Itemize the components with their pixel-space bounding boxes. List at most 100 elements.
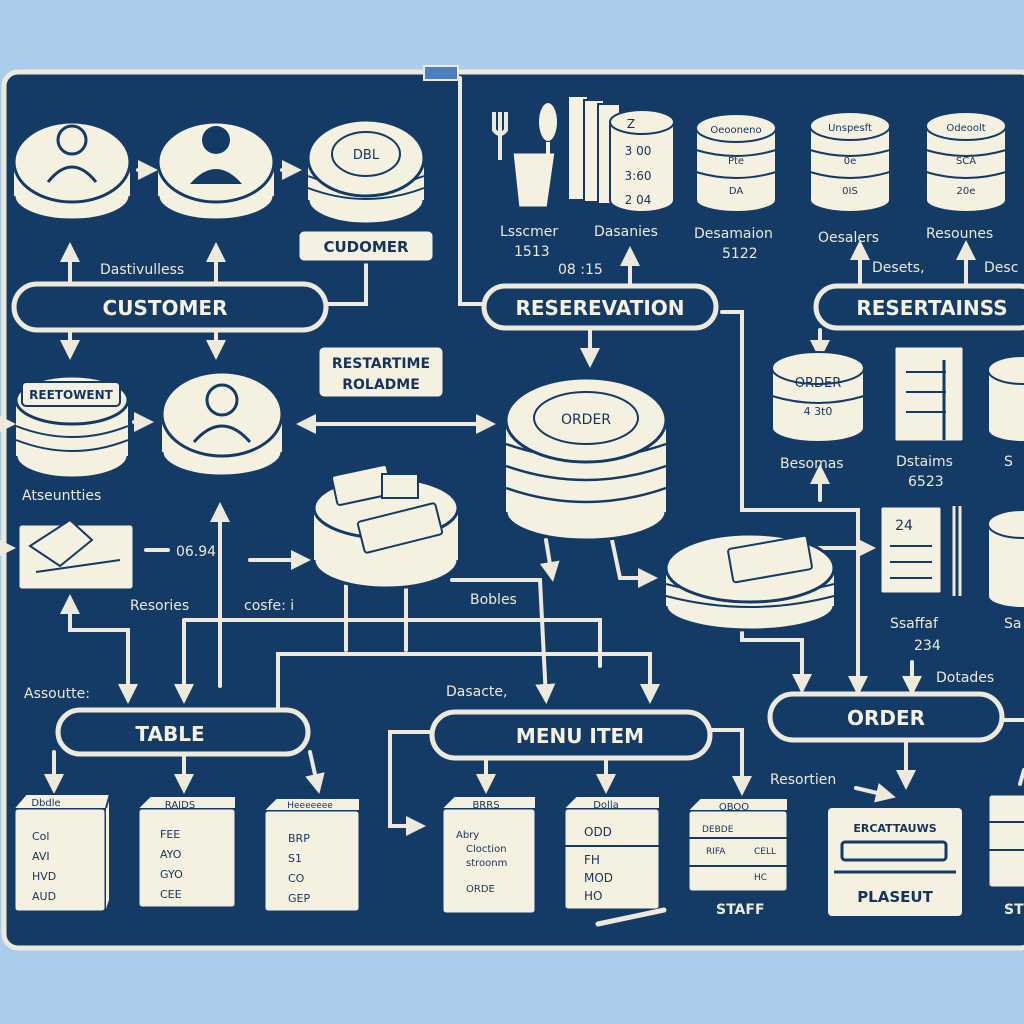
label-plaseut: PLASEUT	[857, 888, 933, 906]
label-dasacte: Dasacte,	[446, 684, 507, 700]
box-6-line-3: CELL	[754, 847, 776, 857]
clipboard-icon	[892, 344, 966, 444]
pill-customer: CUSTOMER	[11, 281, 329, 333]
pencil-icon	[595, 907, 667, 927]
plate-with-menu-icon	[664, 532, 836, 632]
order-plate-stack-icon: ORDER	[504, 376, 668, 542]
label-1513: 1513	[514, 244, 550, 260]
entity-box-4: BRRS Abry Cloction stroonm ORDE	[440, 795, 538, 916]
box-4-line-3: stroonm	[466, 858, 507, 869]
table-block-icon	[312, 464, 460, 590]
box-1-line-2: AVI	[32, 850, 50, 863]
pill-resertainss-label: RESERTAINSS	[856, 296, 1007, 320]
dbl-plate-stack-icon: DBL	[306, 118, 426, 226]
label-cosfe: cosfe: i	[244, 598, 294, 614]
receipt-360: 3:60	[625, 169, 652, 183]
label-5122: 5122	[722, 246, 758, 262]
drum-right-edge-2	[987, 509, 1024, 609]
box-4-line-2: Cloction	[466, 844, 507, 855]
pill-customer-label: CUSTOMER	[103, 296, 228, 320]
box-4-line-4: ORDE	[466, 884, 495, 895]
label-cudomer: CUDOMER	[323, 238, 409, 256]
label-desamaion: Desamaion	[694, 226, 773, 242]
database-drum-c: Odeoolt SCA 20e	[925, 111, 1007, 213]
label-oesalers: Oesalers	[818, 230, 879, 246]
label-desets: Desets,	[872, 260, 925, 276]
drum-b-3: 0IS	[842, 186, 858, 197]
label-234: 234	[914, 638, 941, 654]
tray-icon	[16, 518, 136, 592]
drum-a-2: Pte	[728, 156, 744, 167]
box-5-line-2: FH	[584, 853, 600, 867]
drum-right-edge	[987, 355, 1024, 443]
drum-c-label: Odeoolt	[946, 123, 985, 134]
receipt-204: 2 04	[625, 193, 652, 207]
label-dstaims: Dstaims	[896, 454, 953, 470]
receipt-300: 3 00	[625, 144, 652, 158]
entity-box-2: RAIDS FEE AYO GYO CEE	[136, 795, 238, 910]
box-1-title: Dbdle	[31, 798, 60, 809]
box-5-line-1: ODD	[584, 825, 612, 839]
label-resories: Resories	[130, 598, 189, 614]
connector-lines	[0, 76, 1024, 836]
box-6-line-1: DEBDE	[702, 825, 734, 835]
fork-and-cup-icon	[492, 101, 559, 210]
database-drum-b: Unspesft 0e 0IS	[809, 111, 891, 213]
label-order-small: ORDER	[795, 376, 842, 391]
box-2-title: RAIDS	[165, 800, 195, 811]
label-box-cudomer: CUDOMER	[296, 228, 436, 264]
entity-box-6: OBOO DEBDE RIFA CELL HC	[686, 797, 790, 894]
label-0815: 08 :15	[558, 262, 603, 278]
box-3-line-4: GEP	[288, 892, 310, 905]
label-assoutte: Assoutte:	[24, 686, 90, 702]
label-order-small-sub: 4 3t0	[804, 405, 833, 418]
label-staff: STAFF	[716, 902, 765, 918]
box-2-line-3: GYO	[160, 868, 183, 881]
box-6-title: OBOO	[719, 802, 749, 813]
pill-menu-item: MENU ITEM	[429, 709, 713, 761]
box-5-line-3: MOD	[584, 871, 613, 885]
pill-reservation-label: RESEREVATION	[515, 296, 684, 320]
box-3-line-2: S1	[288, 852, 302, 865]
staff-icon	[160, 370, 284, 478]
box-5-title: Dolla	[593, 800, 619, 811]
box-1-line-3: HVD	[32, 870, 56, 883]
drum-c-2: SCA	[956, 156, 976, 167]
entity-box-3: Heeeeeee BRP S1 CO GEP	[262, 797, 362, 914]
entity-box-5: Dolla ODD FH MOD HO	[562, 795, 662, 912]
drum-c-3: 20e	[957, 186, 976, 197]
label-dasanies: Dasanies	[594, 224, 658, 240]
board-hinge	[423, 65, 459, 81]
pill-resertainss: RESERTAINSS	[813, 283, 1024, 331]
label-6523: 6523	[908, 474, 944, 490]
label-0694: 06.94	[176, 544, 216, 560]
entity-box-1: Dbdle Col AVI HVD AUD	[12, 793, 112, 914]
label-besomas: Besomas	[780, 456, 844, 472]
drum-a-label: Oeooneno	[710, 125, 761, 136]
box-2-line-2: AYO	[160, 848, 182, 861]
box-4-title: BRRS	[472, 800, 499, 811]
label-saaffaf: Ssaffaf	[890, 616, 939, 632]
box-6-line-4: HC	[754, 873, 767, 883]
receipt-top: Z	[627, 117, 635, 131]
stacked-boxes-edge	[986, 792, 1024, 890]
label-box-restartime: RESTARTIME ROLADME	[316, 344, 446, 400]
label-s-cut: S	[1004, 454, 1013, 470]
label-resounes: Resounes	[926, 226, 993, 242]
pill-order-label: ORDER	[847, 706, 925, 730]
box-4-line-1: Abry	[456, 830, 479, 841]
placeout-panel: ERCATTAUWS PLASEUT	[824, 804, 966, 920]
box-3-line-3: CO	[288, 872, 305, 885]
manager-icon	[156, 120, 276, 222]
pill-reservation: RESEREVATION	[481, 283, 719, 331]
label-reetowent: REETOWENT	[29, 388, 113, 402]
box-2-line-1: FEE	[160, 828, 180, 841]
box-3-line-1: BRP	[288, 832, 310, 845]
label-order-stack: ORDER	[561, 412, 611, 428]
pill-table: TABLE	[55, 707, 311, 757]
box-2-line-4: CEE	[160, 888, 182, 901]
box-5-line-4: HO	[584, 889, 602, 903]
label-dastivulless: Dastivulless	[100, 262, 184, 278]
label-ercattauws: ERCATTAUWS	[853, 822, 936, 835]
label-atseuntties: Atseuntties	[22, 488, 101, 504]
